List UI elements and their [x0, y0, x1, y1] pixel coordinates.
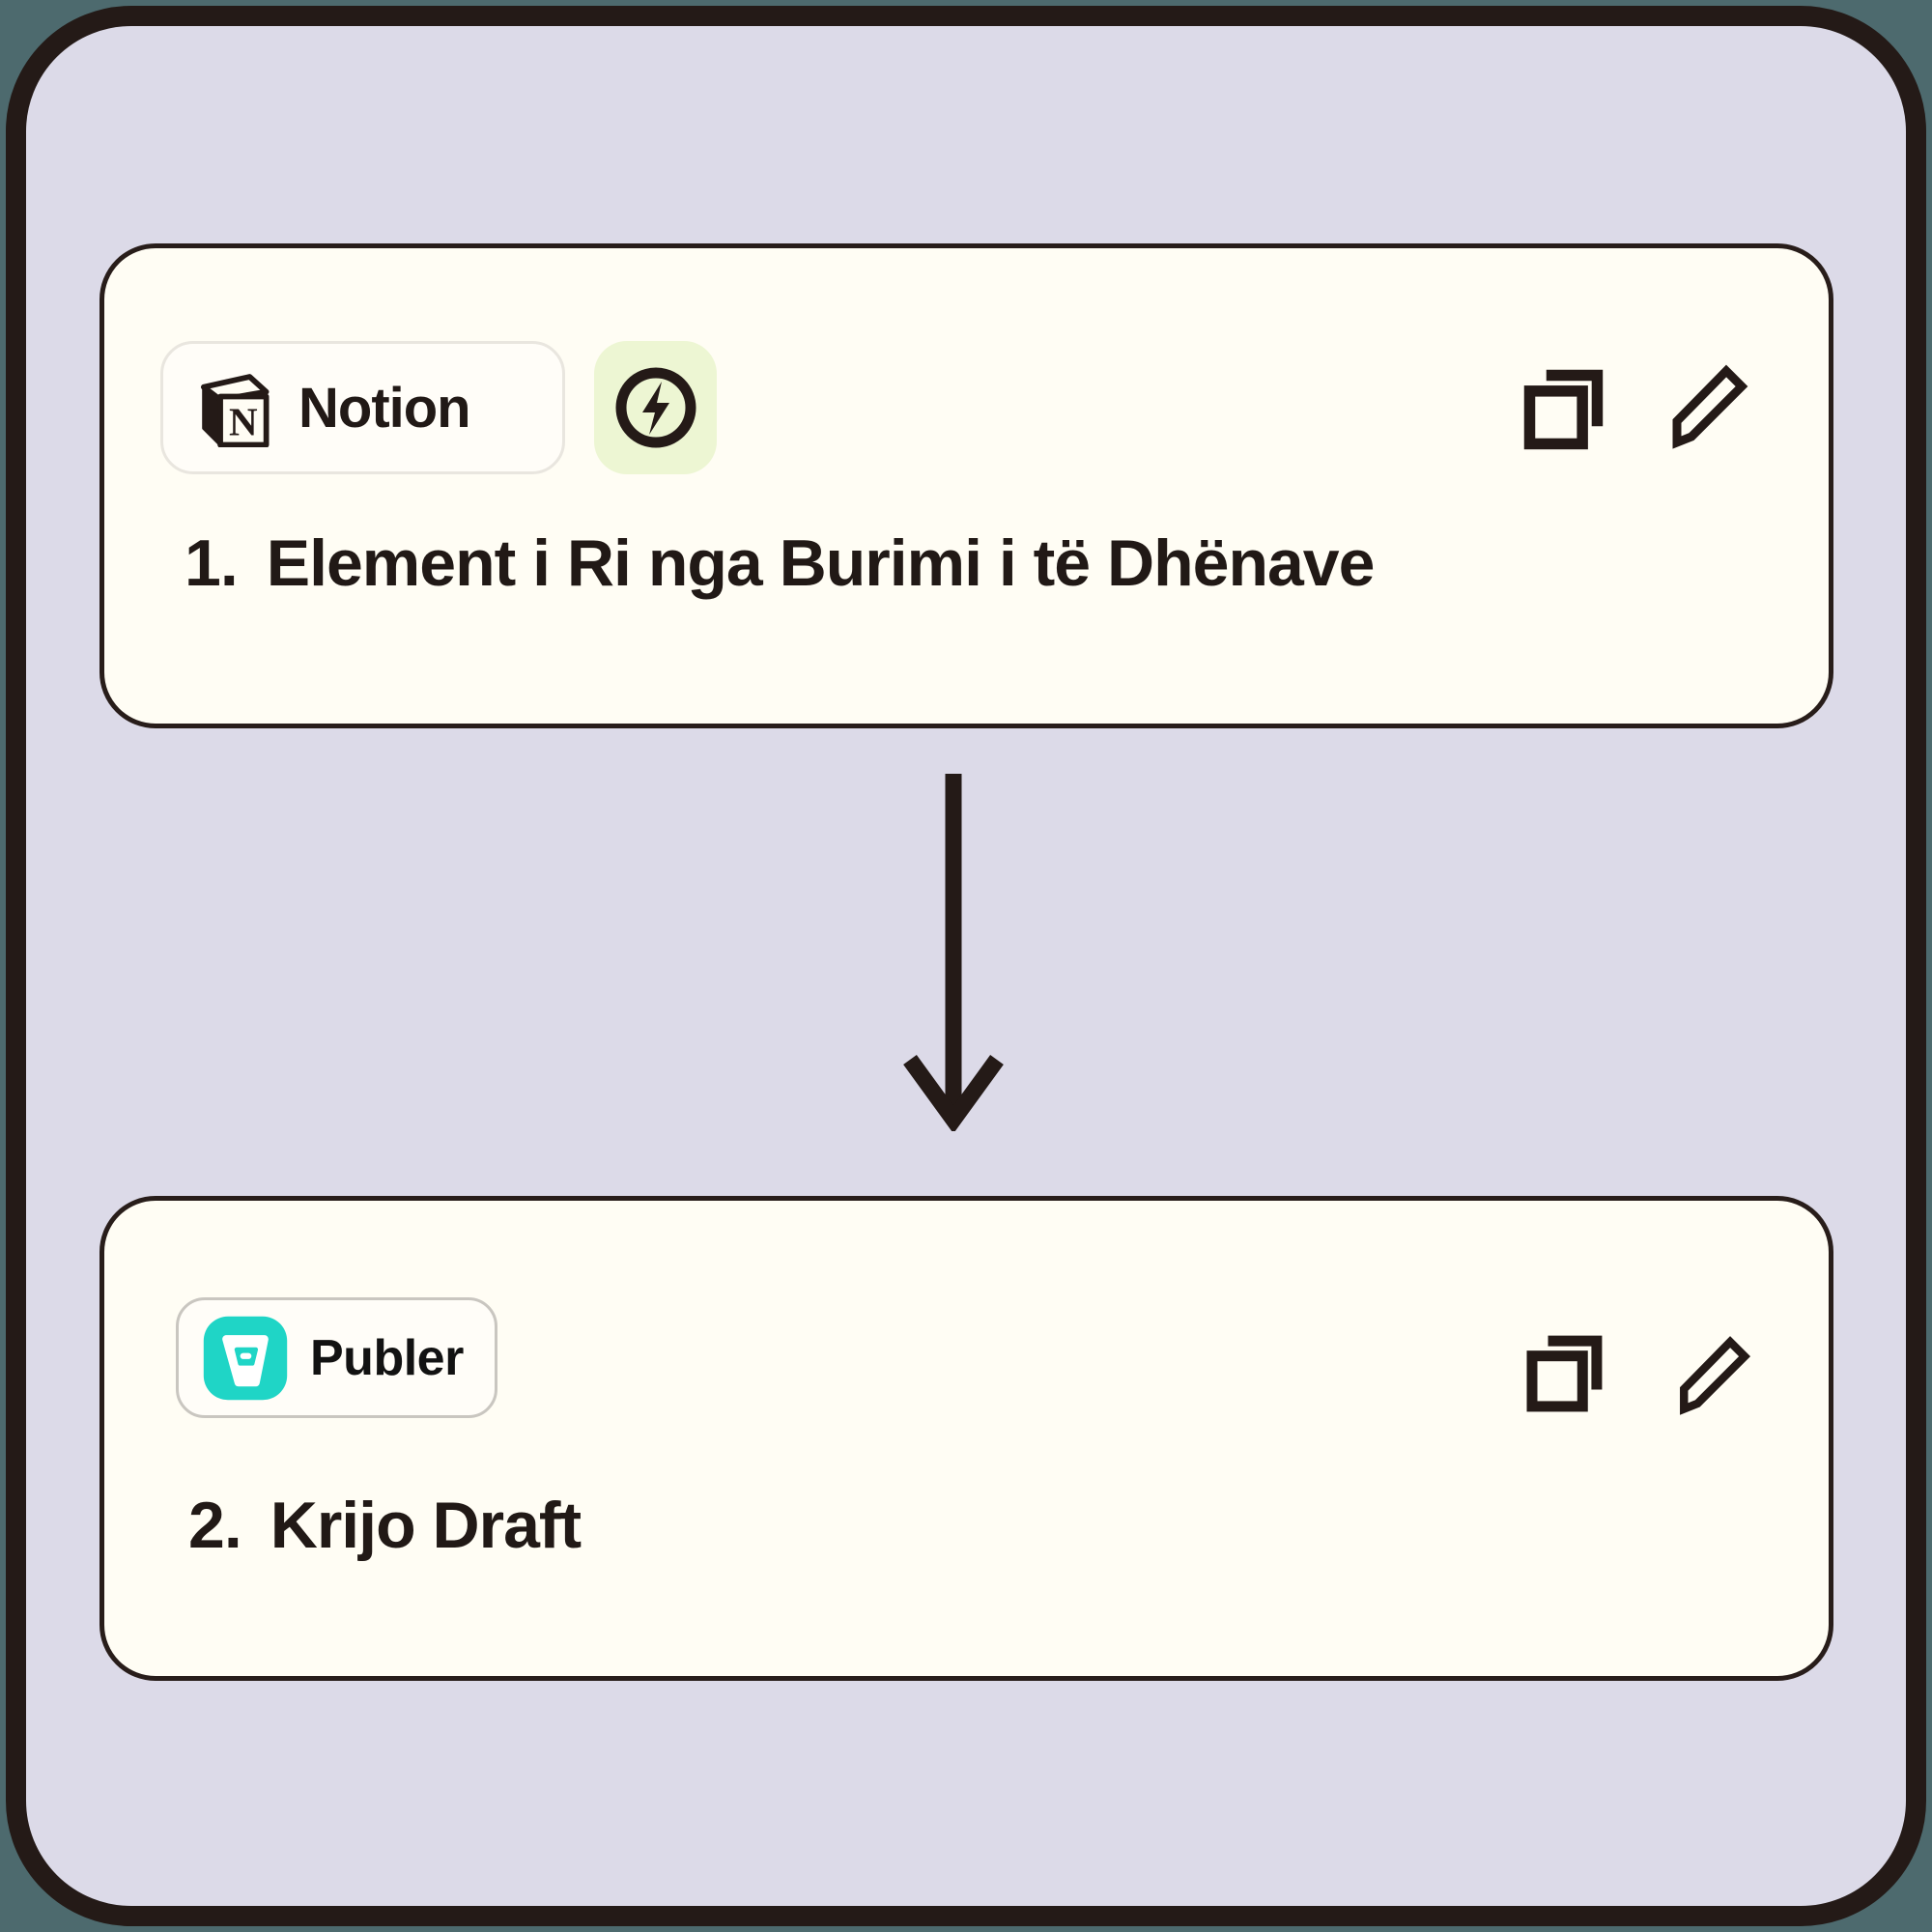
- step-number: 1.: [185, 526, 239, 600]
- notion-icon: N: [194, 368, 273, 447]
- duplicate-button[interactable]: [1521, 1331, 1606, 1416]
- trigger-badge[interactable]: [594, 341, 717, 474]
- app-badge-label: Notion: [298, 376, 471, 440]
- edit-button[interactable]: [1673, 1329, 1760, 1416]
- duplicate-icon: [1521, 1331, 1606, 1416]
- app-badge-publer[interactable]: Publer: [176, 1297, 497, 1418]
- lightning-bolt-icon: [608, 359, 704, 456]
- duplicate-icon: [1519, 365, 1607, 454]
- duplicate-button[interactable]: [1519, 365, 1607, 454]
- edit-button[interactable]: [1665, 357, 1758, 450]
- step-card-1[interactable]: N Notion: [99, 243, 1833, 728]
- step-number: 2.: [188, 1489, 242, 1562]
- arrow-down-icon: [897, 774, 1009, 1131]
- edit-pencil-icon: [1673, 1329, 1760, 1416]
- connector-arrow: [897, 774, 1009, 1131]
- edit-pencil-icon: [1665, 357, 1758, 450]
- step-title: 1. Element i Ri nga Burimi i të Dhënave: [185, 526, 1376, 600]
- step-title-text: Element i Ri nga Burimi i të Dhënave: [266, 526, 1376, 600]
- app-badge-label: Publer: [310, 1329, 464, 1386]
- app-badge-notion[interactable]: N Notion: [160, 341, 565, 474]
- step-title: 2. Krijo Draft: [188, 1489, 582, 1562]
- publer-icon: [202, 1315, 289, 1402]
- step-title-text: Krijo Draft: [270, 1489, 582, 1562]
- step-card-2[interactable]: Publer 2. Krijo Draft: [99, 1196, 1833, 1681]
- svg-text:N: N: [229, 400, 258, 444]
